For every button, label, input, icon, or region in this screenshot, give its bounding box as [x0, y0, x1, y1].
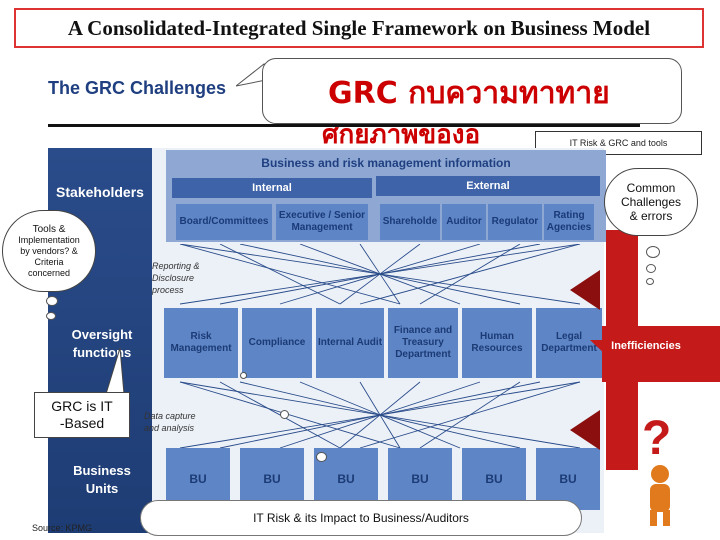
thought-bubble-dot	[646, 278, 654, 285]
inefficiency-arrows	[570, 230, 720, 470]
tools-line5: concerned	[27, 267, 71, 278]
connection-lines	[179, 244, 581, 449]
stakeholder-executive: Executive / Senior Management	[276, 204, 368, 240]
thought-bubble-dot	[46, 296, 58, 306]
thought-bubble-dot	[646, 246, 660, 258]
oversight-label-line1: Oversight	[71, 327, 133, 342]
thought-bubble-dot	[46, 312, 56, 320]
tools-line3: by vendors? &	[20, 245, 78, 256]
business-unit-box: BU	[536, 448, 600, 510]
oversight-risk-management: Risk Management	[164, 308, 238, 378]
common-line3: & errors	[629, 209, 673, 223]
business-unit-box: BU	[462, 448, 526, 510]
business-units-line2: Units	[85, 481, 119, 496]
stakeholder-shareholders: Shareholde	[380, 204, 440, 240]
stakeholder-board: Board/Committees	[176, 204, 272, 240]
business-unit-box: BU	[388, 448, 452, 510]
stakeholder-regulator: Regulator	[488, 204, 542, 240]
common-line2: Challenges	[620, 195, 682, 209]
oversight-legal: Legal Department	[536, 308, 602, 378]
thai-title-line2: ศกยภาพของอ	[322, 120, 481, 150]
business-units-line1: Business	[73, 463, 131, 478]
oversight-compliance: Compliance	[242, 308, 312, 378]
reporting-disclosure-label: Reporting & Disclosure process	[152, 261, 200, 295]
thai-title-line1: GRC กบความทาทาย	[328, 76, 610, 111]
heading-rule	[48, 124, 640, 127]
business-units-label: Business Units	[52, 462, 152, 498]
grc-it-line2: -Based	[59, 415, 105, 431]
stakeholder-rating: Rating Agencies	[544, 204, 594, 240]
thought-bubble-dot	[646, 264, 656, 273]
oversight-label-line2: functions	[72, 345, 132, 360]
slide-title: A Consolidated-Integrated Single Framewo…	[14, 8, 704, 48]
tools-implementation-cloud: Tools & Implementation by vendors? & Cri…	[2, 210, 96, 292]
stakeholder-auditor: Auditor	[442, 204, 486, 240]
business-info-title: Business and risk management information	[261, 156, 511, 170]
inefficiencies-label: Inefficiencies	[611, 340, 681, 352]
thought-bubble-dot	[240, 372, 247, 379]
tools-line2: Implementation	[18, 234, 80, 245]
oversight-functions-label: Oversight functions	[52, 326, 152, 362]
thought-bubble-dot	[316, 452, 327, 462]
source-credit: Source: KPMG	[32, 523, 93, 533]
grc-is-it-callout: GRC is IT -Based	[34, 392, 130, 438]
common-line1: Common	[626, 181, 676, 195]
grc-challenges-heading: The GRC Challenges	[48, 78, 227, 98]
business-unit-box: BU	[166, 448, 230, 510]
oversight-internal-audit: Internal Audit	[316, 308, 384, 378]
question-figure: ?	[642, 412, 671, 526]
internal-header: Internal	[172, 178, 372, 198]
thai-callout	[262, 58, 682, 124]
svg-text:?: ?	[642, 412, 671, 465]
thought-bubble-dot	[280, 410, 289, 419]
grc-it-line1: GRC is IT	[51, 398, 113, 414]
stakeholders-label: Stakeholders	[56, 184, 144, 200]
it-risk-tools-box: IT Risk & GRC and tools	[535, 131, 702, 155]
external-header: External	[376, 176, 600, 196]
data-capture-label: Data capture and analysis	[144, 411, 196, 433]
oversight-human-resources: Human Resources	[462, 308, 532, 378]
callout-pointer	[105, 348, 125, 395]
tools-line4: Criteria	[34, 256, 64, 267]
it-risk-impact-cloud: IT Risk & its Impact to Business/Auditor…	[140, 500, 582, 536]
business-unit-box: BU	[240, 448, 304, 510]
tools-line1: Tools &	[32, 223, 66, 235]
common-challenges-cloud: Common Challenges & errors	[604, 168, 698, 236]
oversight-finance-treasury: Finance and Treasury Department	[388, 308, 458, 378]
